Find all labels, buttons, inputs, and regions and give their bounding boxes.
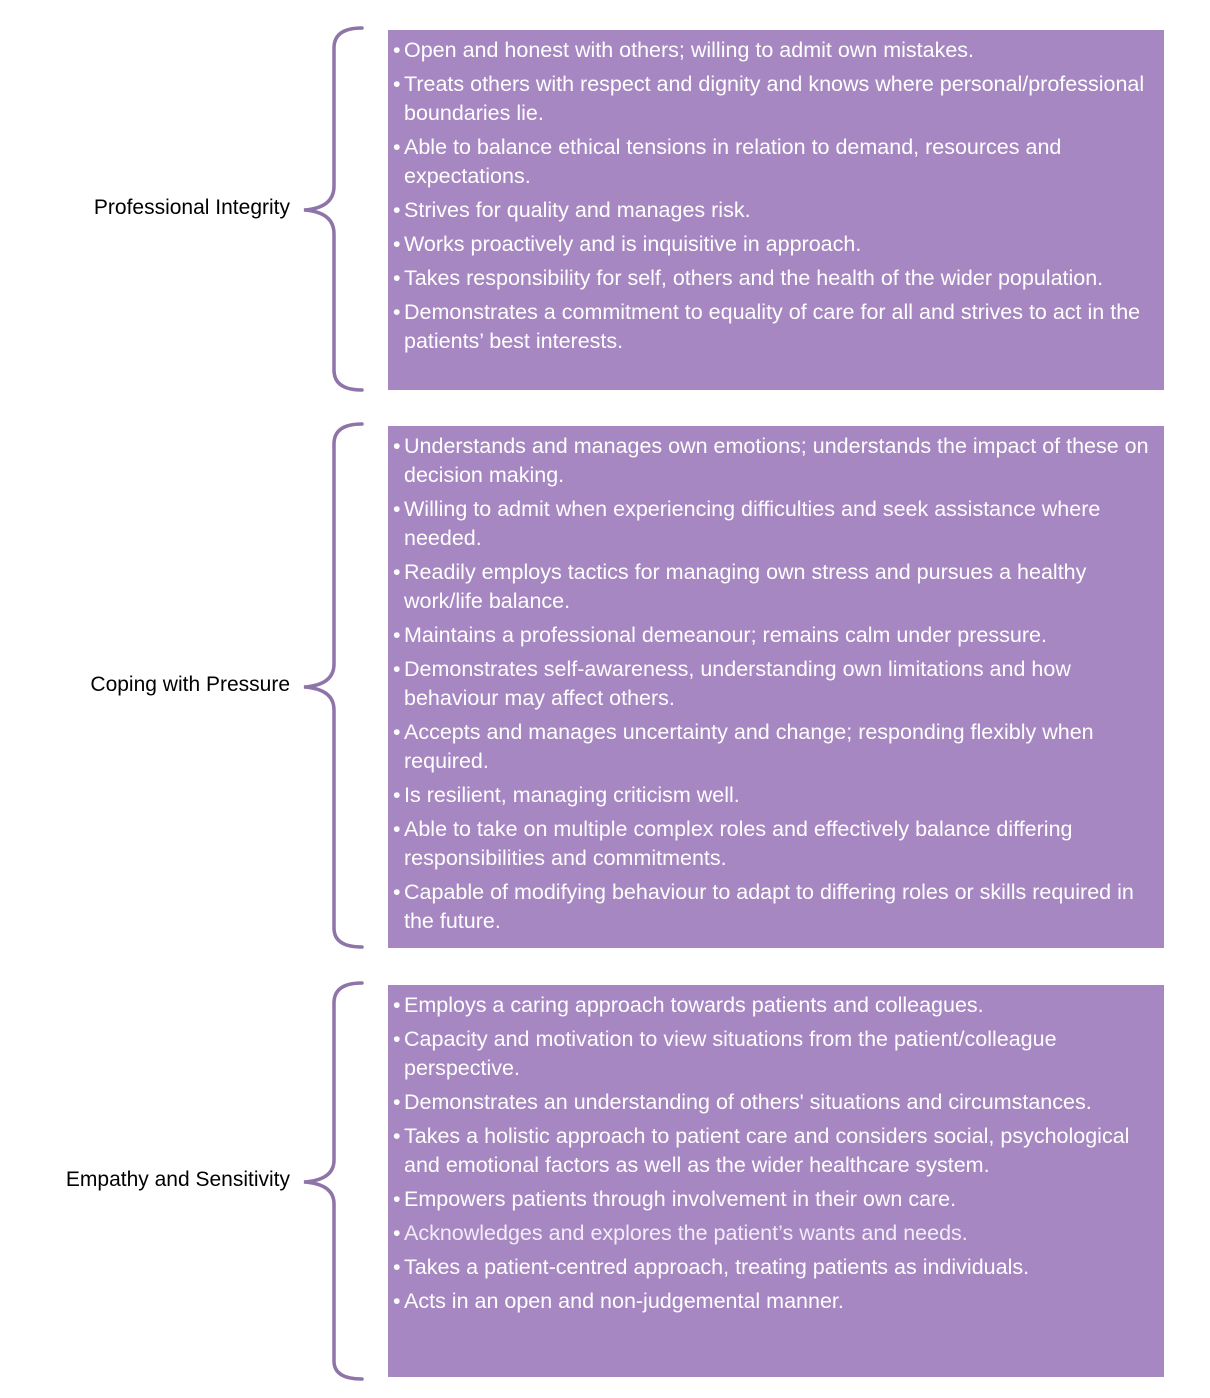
list-item: •Demonstrates an understanding of others…: [393, 1088, 1160, 1117]
section-label: Coping with Pressure: [90, 673, 290, 696]
list-item: •Treats others with respect and dignity …: [393, 72, 1145, 125]
section-label: Empathy and Sensitivity: [65, 1168, 290, 1191]
bullet-icon: •: [393, 300, 401, 324]
list-item: •Able to balance ethical tensions in rel…: [393, 135, 1062, 188]
list-item: •Readily employs tactics for managing ow…: [393, 560, 1087, 613]
list-item: •Open and honest with others; willing to…: [393, 36, 1160, 65]
list-item: •Capable of modifying behaviour to adapt…: [393, 880, 1134, 933]
list-item: •Strives for quality and manages risk.: [393, 196, 1160, 225]
list-item: •Takes responsibility for self, others a…: [393, 264, 1160, 293]
bullet-icon: •: [393, 817, 401, 841]
list-item: •Takes a holistic approach to patient ca…: [393, 1124, 1130, 1177]
list-item: •Understands and manages own emotions; u…: [393, 434, 1149, 487]
bullet-icon: •: [393, 38, 401, 62]
trait-box: •Understands and manages own emotions; u…: [388, 426, 1164, 948]
list-item: •Is resilient, managing criticism well.: [393, 781, 1160, 810]
list-item: •Willing to admit when experiencing diff…: [393, 497, 1101, 550]
curly-brace-icon: [303, 981, 364, 1381]
list-item: •Acts in an open and non-judgemental man…: [393, 1287, 1160, 1316]
bullet-icon: •: [393, 720, 401, 744]
bullet-icon: •: [393, 497, 401, 521]
bullet-icon: •: [393, 232, 401, 256]
bullet-icon: •: [393, 198, 401, 222]
list-item: •Capacity and motivation to view situati…: [393, 1027, 1057, 1080]
bullet-icon: •: [393, 783, 401, 807]
section-label: Professional Integrity: [93, 196, 290, 219]
bullet-icon: •: [393, 1255, 401, 1279]
curly-brace-icon: [303, 26, 364, 392]
bullet-icon: •: [393, 266, 401, 290]
list-item: •Employs a caring approach towards patie…: [393, 991, 1160, 1020]
bullet-icon: •: [393, 623, 401, 647]
list-item: •Maintains a professional demeanour; rem…: [393, 621, 1160, 650]
list-item: •Demonstrates a commitment to equality o…: [393, 300, 1141, 353]
trait-box: •Open and honest with others; willing to…: [388, 30, 1164, 390]
bullet-icon: •: [393, 560, 401, 584]
bullet-icon: •: [393, 880, 401, 904]
list-item: •Accepts and manages uncertainty and cha…: [393, 720, 1094, 773]
list-item: •Able to take on multiple complex roles …: [393, 817, 1073, 870]
bullet-icon: •: [393, 1027, 401, 1051]
bullet-icon: •: [393, 1289, 401, 1313]
list-item: •Acknowledges and explores the patient’s…: [393, 1219, 1160, 1248]
list-item: •Demonstrates self-awareness, understand…: [393, 657, 1071, 710]
bullet-icon: •: [393, 72, 401, 96]
bullet-icon: •: [393, 135, 401, 159]
bullet-icon: •: [393, 993, 401, 1017]
curly-brace-icon: [303, 422, 364, 949]
bullet-icon: •: [393, 1090, 401, 1114]
bullet-icon: •: [393, 1221, 401, 1245]
trait-box: •Employs a caring approach towards patie…: [388, 985, 1164, 1377]
bullet-icon: •: [393, 657, 401, 681]
bullet-icon: •: [393, 434, 401, 458]
list-item: •Empowers patients through involvement i…: [393, 1185, 1160, 1214]
list-item: •Takes a patient-centred approach, treat…: [393, 1253, 1160, 1282]
bullet-icon: •: [393, 1187, 401, 1211]
list-item: •Works proactively and is inquisitive in…: [393, 230, 1160, 259]
bullet-icon: •: [393, 1124, 401, 1148]
